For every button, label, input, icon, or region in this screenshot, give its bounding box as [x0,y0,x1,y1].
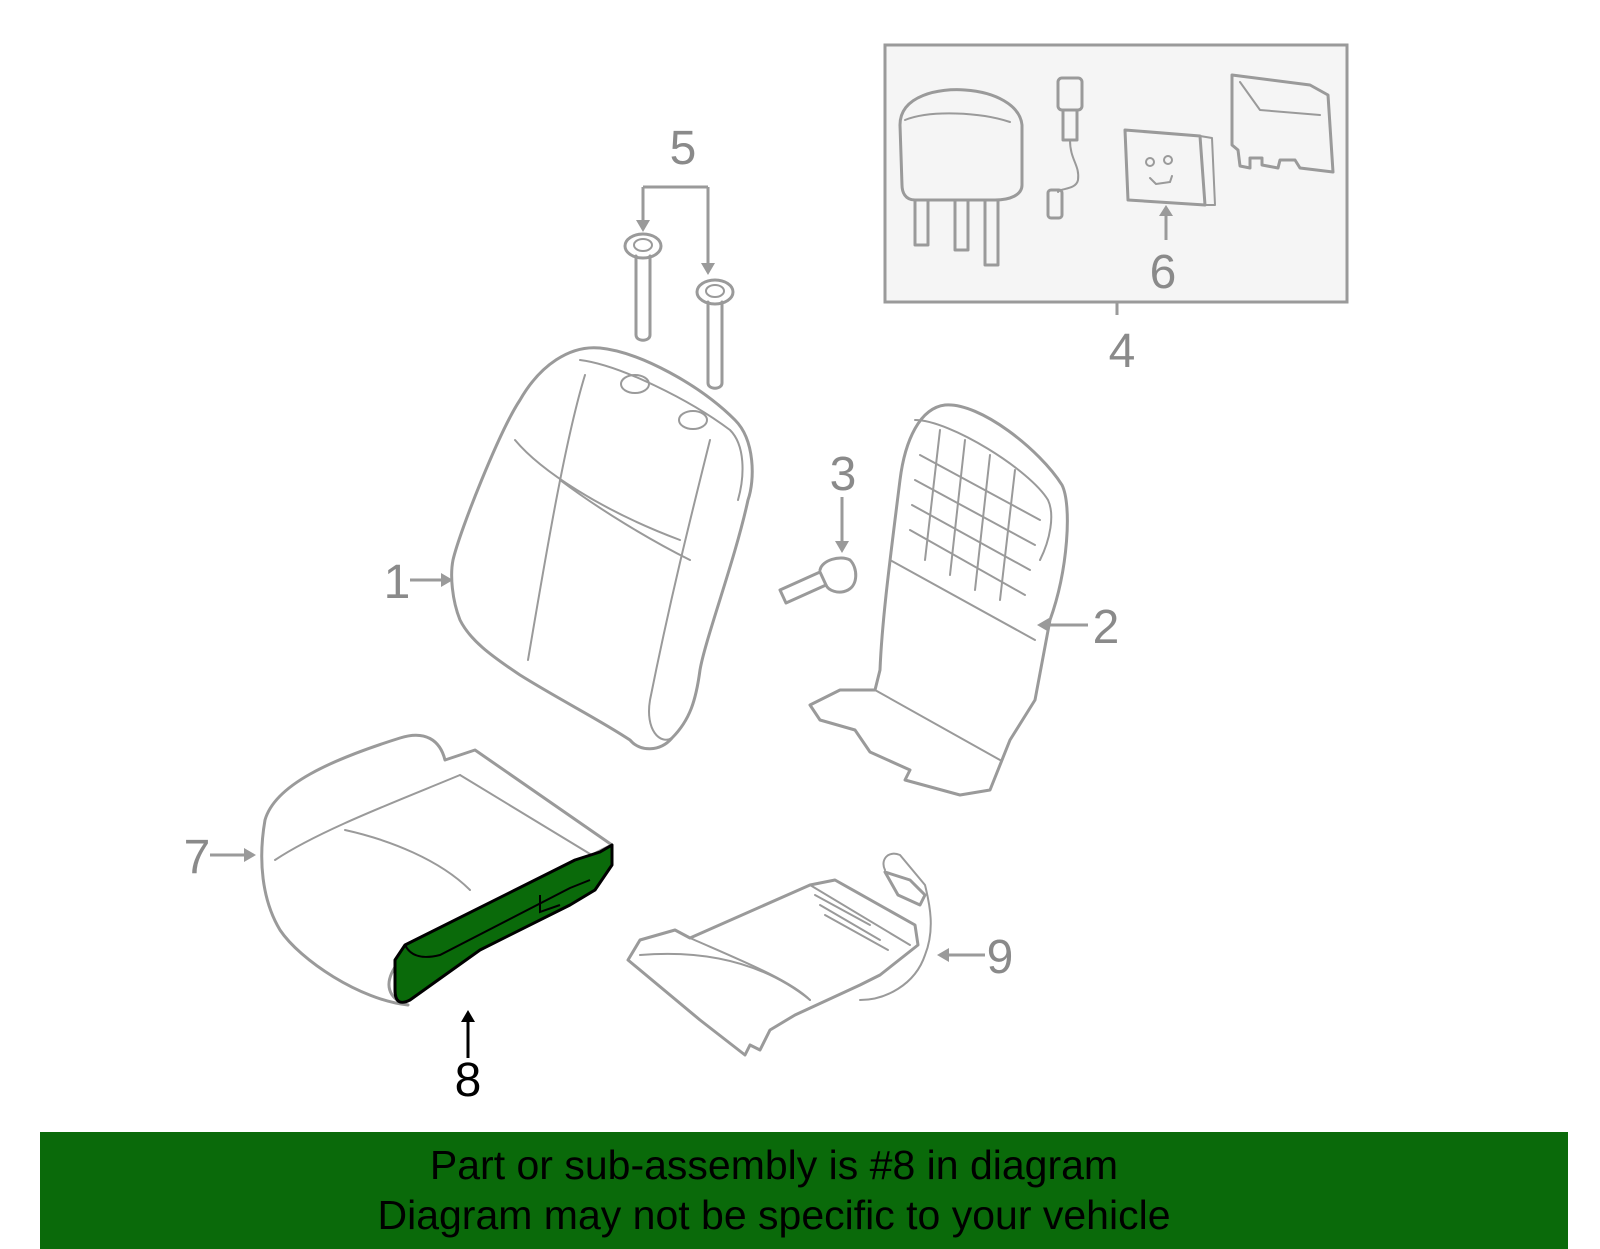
arrowhead-7 [244,848,256,862]
mesh-grid [909,429,1041,601]
headrest-icon [898,88,1024,267]
callout-2: 2 [1093,601,1120,654]
bracket-icon [1230,73,1335,174]
seat-back-cover-part-1 [450,346,754,751]
seat-back-frame-part-2 [808,403,1069,797]
callout-3: 3 [830,448,857,501]
callout-5: 5 [670,122,697,175]
module-icon [1123,128,1216,207]
arrowhead-9 [937,948,949,962]
callout-8: 8 [455,1054,482,1107]
callout-6: 6 [1150,246,1177,299]
callout-9: 9 [987,931,1014,984]
arrowhead-2 [1037,618,1049,632]
arrowhead-6 [1159,205,1173,216]
banner-line-1: Part or sub-assembly is #8 in diagram [429,1142,1119,1188]
arrowhead-8 [461,1010,475,1022]
info-banner: Part or sub-assembly is #8 in diagram Di… [40,1132,1568,1249]
seat-parts-diagram: 5 6 4 3 1 2 7 9 8 [184,43,1349,1107]
switch-with-wire-icon [1046,76,1084,220]
cushion-pan-part-9 [626,852,932,1057]
seat-cushion-cover-part-7 [260,733,614,1007]
callout-1: 1 [384,556,411,609]
arrowhead-1 [441,573,453,587]
pin-part-3 [778,497,858,605]
callout-7: 7 [184,831,211,884]
callout-4: 4 [1109,325,1136,378]
banner-line-2: Diagram may not be specific to your vehi… [377,1192,1171,1238]
inset-box-part-4 [883,43,1349,304]
side-trim-part-8-highlighted [393,843,614,1004]
headrest-guides-part-5 [623,185,735,390]
